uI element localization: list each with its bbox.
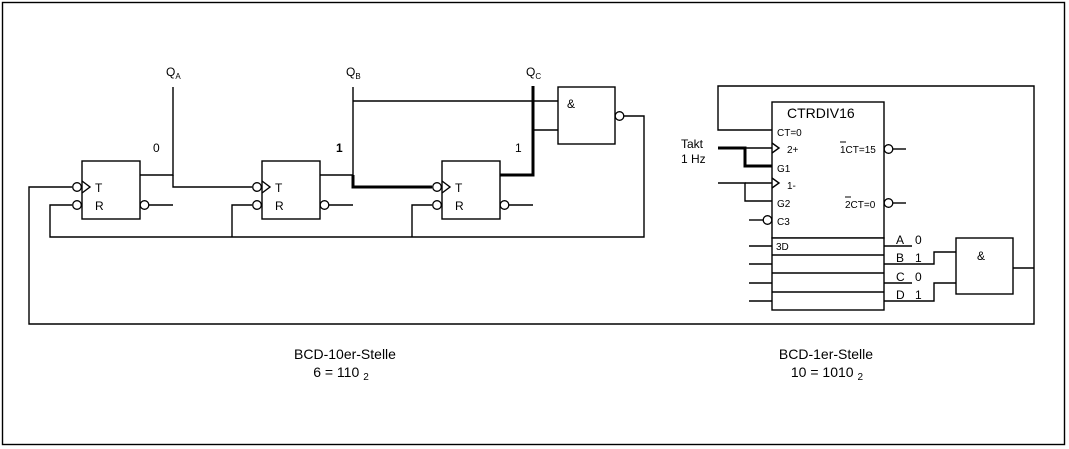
flipflop-c-clock-bubble: [432, 182, 442, 192]
pin-c3: C3: [777, 217, 790, 228]
flipflop-b: T R: [252, 160, 330, 220]
ones-digit-counter: CTRDIV16 CT=0 2+ G1 1- G2 C3 3D 1CT=15 2…: [681, 85, 1035, 383]
tens-and-gate-symbol: &: [567, 97, 575, 111]
flipflop-b-r-label: R: [275, 199, 284, 213]
tens-digit-counter: T R T R T R: [28, 65, 1035, 383]
pin-ct15: 1CT=15: [840, 145, 876, 156]
flipflop-c: T R: [432, 160, 510, 220]
output-d-value: 1: [915, 288, 922, 302]
output-a-label: A: [896, 233, 904, 247]
output-d-label: D: [896, 288, 905, 302]
flipflop-b-reset-bubble: [252, 200, 262, 210]
flipflop-b-qbar-bubble: [319, 200, 330, 210]
flipflop-c-t-label: T: [455, 181, 463, 195]
wire-ct0-reset: [717, 85, 1035, 268]
flipflop-c-r-label: R: [455, 199, 464, 213]
pin-ct0: CT=0: [777, 128, 802, 139]
qc-label: QC: [526, 65, 541, 81]
qb-label: QB: [346, 65, 361, 81]
chip-register: [771, 237, 885, 311]
flipflop-c-qbar-bubble: [499, 200, 510, 210]
output-b-value: 1: [915, 251, 922, 265]
pin-g2: G2: [777, 199, 791, 210]
pin-2plus: 2+: [787, 145, 799, 156]
wire-qa: [140, 87, 174, 176]
clock-label-takt: Takt: [681, 137, 704, 151]
flipflop-c-reset-bubble: [432, 200, 442, 210]
wire-qa-to-b-clock: [172, 175, 252, 188]
chip-name: CTRDIV16: [787, 105, 855, 121]
wire-carry: [28, 186, 1035, 325]
flipflop-b-t-label: T: [275, 181, 283, 195]
ctrdiv16-chip: [771, 101, 885, 239]
pin-ct0-out: 2CT=0: [845, 200, 876, 211]
wire-reset: [49, 115, 645, 238]
tens-bit-c-value: 1: [515, 141, 522, 155]
output-b-label: B: [896, 251, 904, 265]
flipflop-a-t-label: T: [95, 181, 103, 195]
flipflop-a-r-label: R: [95, 199, 104, 213]
flipflop-a-reset-bubble: [72, 200, 82, 210]
ones-and-gate-symbol: &: [977, 249, 985, 263]
wire-clock: [718, 146, 772, 168]
pin-c3-bubble: [762, 215, 773, 225]
flipflop-a-qbar-bubble: [139, 200, 150, 210]
output-c-label: C: [896, 270, 905, 284]
tens-and-gate: [557, 86, 616, 145]
pin-3d: 3D: [776, 242, 789, 253]
qa-label: QA: [166, 65, 181, 81]
tens-bit-b-value: 1: [336, 141, 343, 155]
tens-caption-title: BCD-10er-Stelle: [294, 346, 396, 362]
output-c-value: 0: [915, 270, 922, 284]
ones-and-gate: [955, 237, 1014, 295]
wire-qb: [320, 87, 354, 176]
pin-1minus: 1-: [787, 181, 796, 192]
pin-ct0-out-bubble: [883, 198, 894, 208]
output-a-value: 0: [915, 233, 922, 247]
ones-caption-title: BCD-1er-Stelle: [779, 346, 873, 362]
flipflop-b-clock-bubble: [252, 182, 262, 192]
tens-bit-a-value: 0: [153, 141, 160, 155]
pin-g1: G1: [777, 164, 791, 175]
wire-qc: [500, 86, 535, 177]
clock-label-freq: 1 Hz: [681, 152, 706, 166]
tens-and-gate-output-bubble: [614, 111, 625, 121]
flipflop-a: T R: [72, 160, 150, 220]
flipflop-a-clock-bubble: [72, 182, 82, 192]
wire-qb-to-c-clock: [351, 175, 432, 189]
pin-ct15-bubble: [883, 144, 894, 154]
